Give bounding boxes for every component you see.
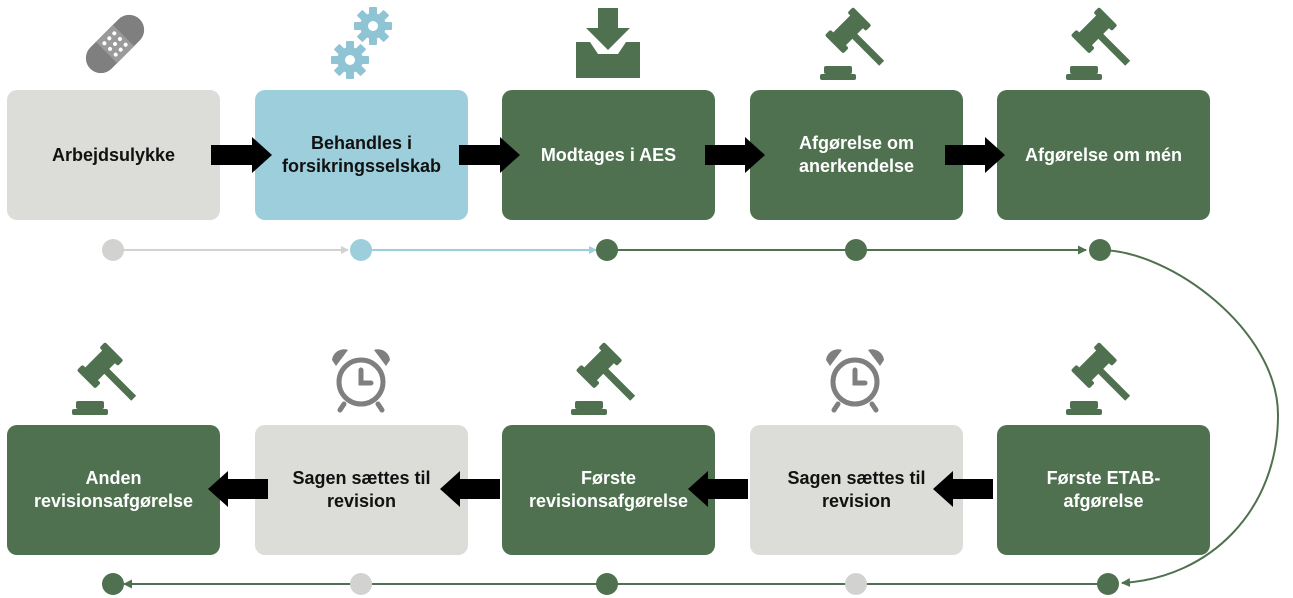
- step-forsikringsselskab: Behandles i forsikringsselskab: [255, 90, 468, 220]
- step-afgorelse-anerkendelse: Afgørelse om anerkendelse: [750, 90, 963, 220]
- timeline-dot: [845, 573, 867, 595]
- timeline-dot: [1089, 239, 1111, 261]
- timeline-dot: [596, 239, 618, 261]
- inbox-download-icon: [576, 8, 640, 78]
- step-arbejdsulykke: Arbejdsulykke: [7, 90, 220, 220]
- step-label: Arbejdsulykke: [51, 144, 176, 165]
- step-anden-revisionsafgorelse: Anden revisionsafgørelse: [7, 425, 220, 555]
- step-label: Behandles i forsikringsselskab: [281, 133, 442, 176]
- timeline-dot: [1097, 573, 1119, 595]
- step-modtages-aes: Modtages i AES: [502, 90, 715, 220]
- gavel-icon: [571, 342, 636, 415]
- step-label: Afgørelse om anerkendelse: [798, 133, 915, 176]
- bandage-icon: [85, 14, 145, 74]
- timeline-dot: [102, 239, 124, 261]
- step-label: Modtages i AES: [540, 144, 677, 165]
- gavel-icon: [820, 7, 885, 80]
- step-label: Anden revisionsafgørelse: [33, 468, 194, 511]
- gavel-icon: [1066, 7, 1131, 80]
- timeline-dot: [596, 573, 618, 595]
- step-label: Afgørelse om mén: [1024, 144, 1183, 165]
- gavel-icon: [1066, 342, 1131, 415]
- gears-icon: [331, 7, 392, 79]
- timeline-dot: [350, 573, 372, 595]
- alarm-clock-icon: [826, 349, 884, 413]
- step-afgorelse-men: Afgørelse om mén: [997, 90, 1210, 220]
- step-revision-1: Sagen sættes til revision: [750, 425, 963, 555]
- timeline-dot: [845, 239, 867, 261]
- timeline-dot: [102, 573, 124, 595]
- step-label: Sagen sættes til revision: [787, 468, 926, 511]
- step-forste-etab: Første ETAB- afgørelse: [997, 425, 1210, 555]
- timeline-dot: [350, 239, 372, 261]
- step-label: Første ETAB- afgørelse: [1046, 468, 1161, 511]
- step-label: Sagen sættes til revision: [292, 468, 431, 511]
- gavel-icon: [72, 342, 137, 415]
- alarm-clock-icon: [332, 349, 390, 413]
- step-label: Første revisionsafgørelse: [528, 468, 689, 511]
- step-forste-revisionsafgorelse: Første revisionsafgørelse: [502, 425, 715, 555]
- step-revision-2: Sagen sættes til revision: [255, 425, 468, 555]
